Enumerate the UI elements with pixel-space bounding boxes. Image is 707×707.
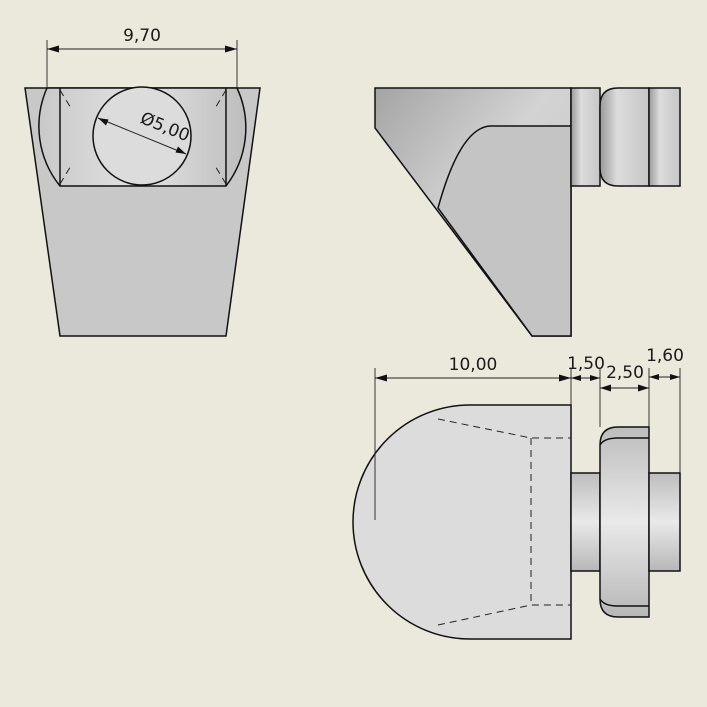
top-collar-rim-lower <box>599 598 649 607</box>
side-collar <box>599 87 650 187</box>
side-face <box>437 125 572 337</box>
front-hidden-left-top <box>59 89 73 111</box>
front-view: 9,70 Ø5,00 <box>24 26 261 337</box>
dim-neck-arrow-left <box>571 375 581 381</box>
side-view <box>374 87 681 337</box>
dim-front-width-arrow-right <box>225 45 237 53</box>
dim-neck-arrow-right <box>590 375 600 381</box>
top-view: 10,00 1,50 2,50 1,60 <box>352 346 684 640</box>
front-hidden-right-bot <box>213 163 227 185</box>
top-collar <box>599 426 650 618</box>
dim-hole-arrow-b <box>175 146 186 154</box>
dim-end-arrow-left <box>649 374 659 380</box>
dim-neck-label: 1,50 <box>567 354 605 374</box>
dim-body-arrow-right <box>559 374 571 382</box>
dim-hole-arrow-a <box>98 118 109 126</box>
side-neck <box>570 87 601 187</box>
top-neck <box>570 472 601 572</box>
dim-front-width-arrow-left <box>47 45 59 53</box>
dim-collar-arrow-left <box>600 384 611 392</box>
top-hidden-upper <box>437 418 571 439</box>
dim-hole-diameter-line <box>97 117 187 155</box>
front-hidden-right-top <box>213 89 227 111</box>
dim-collar-arrow-right <box>638 384 649 392</box>
dim-body-arrow-left <box>375 374 387 382</box>
dim-end-arrow-right <box>670 374 680 380</box>
side-end <box>648 87 681 187</box>
front-hidden-left-bot <box>59 163 73 185</box>
dim-end-label: 1,60 <box>646 346 684 366</box>
dim-body-label: 10,00 <box>449 355 498 375</box>
dim-front-width-label: 9,70 <box>123 26 161 46</box>
top-end <box>648 472 681 572</box>
top-hidden-lower <box>437 604 571 626</box>
top-body <box>352 404 572 640</box>
dim-collar-label: 2,50 <box>606 363 644 383</box>
top-collar-rim-upper <box>599 437 649 446</box>
